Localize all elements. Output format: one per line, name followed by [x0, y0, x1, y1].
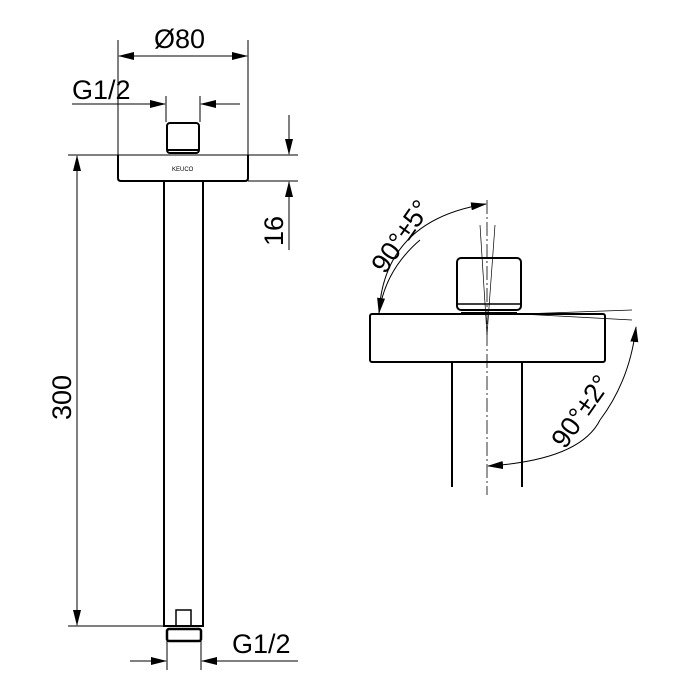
top-angle-arc — [377, 202, 487, 314]
bottom-thread-label: G1/2 — [232, 629, 291, 659]
top-angle-label: 90°±5° — [365, 194, 436, 278]
side-pipe — [451, 362, 523, 487]
side-nipple — [456, 257, 522, 314]
flange-diameter-dimension — [117, 40, 249, 155]
flange-height-label: 16 — [259, 216, 289, 246]
bottom-nipple — [165, 609, 203, 643]
bottom-thread-dimension — [130, 641, 298, 670]
flange-diameter-label: Ø80 — [154, 24, 205, 54]
side-view — [369, 200, 639, 495]
brand-mark: KEUCO — [172, 167, 194, 173]
flange-angle-lines — [520, 309, 633, 321]
arm-length-dimension — [68, 155, 164, 627]
arm-length-label: 300 — [47, 375, 77, 420]
side-flange — [369, 313, 606, 363]
shower-arm-pipe — [163, 181, 204, 627]
top-thread-dimension — [72, 96, 240, 122]
front-view — [68, 40, 298, 670]
bottom-angle-arc — [487, 326, 639, 470]
top-nipple — [166, 122, 200, 154]
top-thread-label: G1/2 — [72, 75, 131, 105]
tolerance-cone — [479, 224, 496, 336]
